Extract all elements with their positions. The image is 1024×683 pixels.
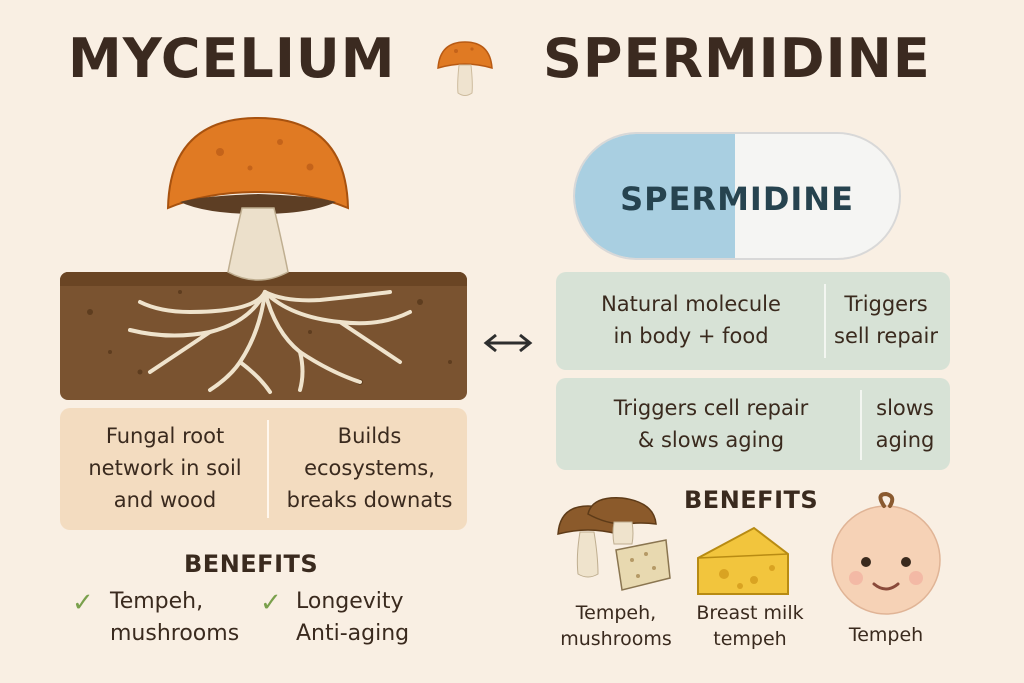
mushroom-illustration: [166, 116, 350, 281]
spermidine-source-2: Breast milk tempeh: [696, 602, 804, 650]
cheese-icon: [697, 526, 789, 595]
baby-face-icon: [831, 492, 941, 615]
spermidine-info-panel-2: Triggers cell repair & slows aging slows…: [556, 378, 950, 470]
spermidine-source-1: Tempeh, mushrooms: [560, 602, 672, 650]
panel-divider: [824, 284, 826, 358]
mycelium-benefits-heading: BENEFITS: [184, 550, 319, 578]
title-spermidine: SPERMIDINE: [543, 27, 931, 90]
mushrooms-tempeh-icon: [557, 497, 671, 591]
double-arrow-icon: [483, 333, 533, 353]
mycelium-info-panel: Fungal root network in soil and wood Bui…: [60, 408, 467, 530]
mycelium-benefit-1: Tempeh, mushrooms: [110, 589, 240, 646]
panel-divider: [860, 390, 862, 460]
panel-divider: [267, 420, 269, 518]
capsule-label: SPERMIDINE: [620, 180, 854, 218]
title-mycelium: MYCELIUM: [68, 27, 396, 90]
soil-block: [60, 272, 467, 400]
check-icon: ✓: [72, 588, 94, 618]
mycelium-roots-illustration: [87, 290, 452, 394]
spermidine-effect-1: Triggers sell repair: [834, 292, 938, 348]
spermidine-source-3: Tempeh: [848, 624, 924, 646]
mycelium-benefit-2: Longevity Anti-aging: [296, 589, 410, 646]
spermidine-benefits-heading: BENEFITS: [684, 486, 819, 514]
mycelium-description: Fungal root network in soil and wood: [88, 424, 242, 512]
mushroom-icon: [437, 41, 493, 96]
capsule-white-half: [735, 134, 899, 258]
spermidine-info-panel-1: Natural molecule in body + food Triggers…: [556, 272, 950, 370]
check-icon: ✓: [260, 588, 282, 618]
spermidine-description: Natural molecule in body + food: [601, 292, 781, 348]
mycelium-role: Builds ecosystems, breaks downats: [286, 424, 453, 512]
spermidine-capsule: SPERMIDINE: [573, 132, 901, 260]
capsule-blue-half: [575, 134, 735, 258]
spermidine-effect-2: slows aging: [875, 396, 935, 452]
spermidine-benefit-text: Triggers cell repair & slows aging: [613, 396, 809, 452]
